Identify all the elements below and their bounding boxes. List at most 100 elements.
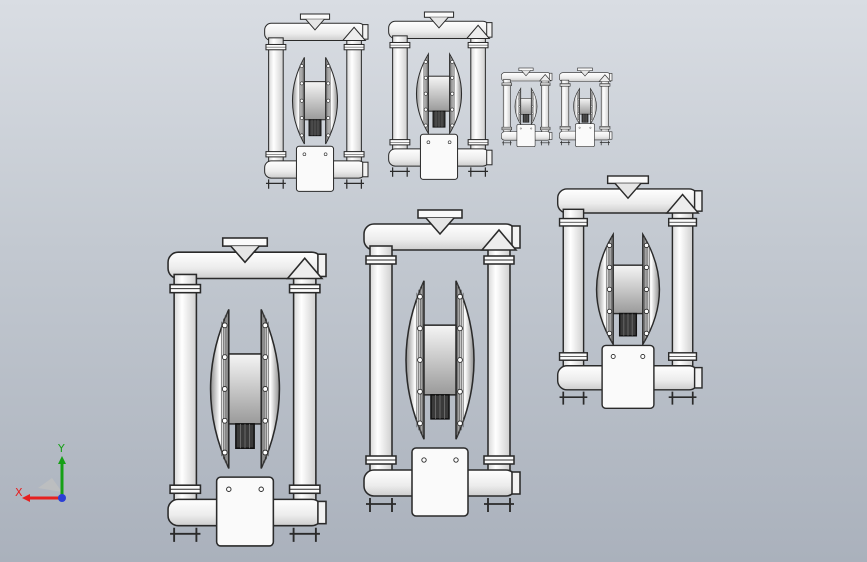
center-block	[579, 98, 591, 115]
right-riser-pipe	[541, 79, 550, 134]
inlet-plate	[575, 123, 595, 147]
bolt	[450, 123, 455, 128]
plate-bolt	[578, 126, 581, 129]
bolt	[457, 357, 463, 363]
outlet-flange	[221, 237, 269, 247]
top-manifold-end	[362, 24, 369, 40]
bottom-manifold-end	[317, 500, 327, 525]
bolt	[450, 60, 455, 64]
plate-bolt	[589, 126, 592, 129]
inlet-plate	[516, 124, 536, 147]
pump-small-2[interactable]	[388, 11, 493, 180]
right-foot	[484, 498, 514, 512]
bolt	[590, 119, 593, 122]
bolt	[423, 123, 428, 128]
right-riser-pipe	[600, 79, 609, 133]
bolt	[590, 105, 593, 108]
bolt	[531, 105, 534, 108]
bolt	[518, 105, 521, 108]
plate-bolt	[610, 354, 616, 359]
pump-mini-2[interactable]	[559, 67, 613, 147]
center-block	[228, 353, 262, 425]
bolt	[643, 286, 650, 293]
bolt	[577, 119, 580, 122]
left-foot	[560, 140, 571, 146]
right-foot	[344, 179, 365, 189]
bolt	[590, 112, 593, 115]
center-block	[303, 81, 327, 121]
inlet-plate	[215, 476, 275, 547]
bolt	[643, 330, 650, 337]
right-diaphragm-chamber	[260, 309, 281, 469]
bolt	[518, 90, 521, 93]
bolt	[606, 242, 613, 249]
bolt	[577, 112, 580, 115]
bolt	[417, 293, 423, 300]
bolt	[299, 81, 304, 86]
bottom-manifold-end	[608, 131, 613, 140]
left-riser-pipe	[561, 79, 570, 133]
triad-plane	[38, 478, 62, 492]
bolt	[531, 90, 534, 93]
left-foot	[501, 140, 512, 146]
outlet-flange	[577, 67, 593, 72]
bolt	[299, 64, 304, 68]
bolt	[450, 107, 455, 112]
bottom-manifold-end	[549, 132, 553, 140]
bolt	[518, 98, 521, 101]
pump-mini-1[interactable]	[500, 67, 553, 147]
plate-bolt	[226, 486, 232, 492]
outlet-neck	[580, 70, 590, 77]
center-block	[612, 264, 644, 315]
top-manifold-end	[511, 225, 521, 249]
left-foot	[366, 498, 396, 512]
elbow-right	[465, 24, 491, 40]
y-axis-label: Y	[58, 442, 65, 455]
center-block	[520, 98, 532, 115]
left-foot	[559, 391, 588, 405]
left-riser-pipe	[562, 208, 585, 371]
bolt	[417, 388, 423, 395]
right-foot	[540, 140, 551, 146]
bolt	[577, 98, 580, 101]
right-diaphragm-chamber	[642, 231, 661, 347]
outlet-flange	[423, 11, 455, 18]
bolt	[577, 105, 580, 108]
top-manifold-end	[549, 72, 553, 81]
inlet-plate	[295, 145, 335, 192]
pump-small-1[interactable]	[264, 13, 369, 192]
bolt	[262, 417, 269, 424]
bolt	[326, 98, 331, 103]
bolt	[299, 116, 304, 120]
outlet-flange	[518, 67, 534, 71]
bottom-manifold-end	[693, 366, 703, 389]
elbow-right	[598, 74, 612, 82]
bolt	[531, 120, 534, 122]
pump-large-2[interactable]	[363, 209, 521, 517]
bolt	[457, 325, 463, 332]
left-riser-pipe	[369, 245, 393, 475]
x-axis-label: X	[15, 486, 23, 499]
bolt	[262, 354, 269, 361]
right-riser-pipe	[346, 37, 362, 165]
pump-medium-3[interactable]	[556, 175, 703, 410]
bolt	[326, 81, 331, 86]
plate-bolt	[453, 457, 459, 463]
pump-large-1[interactable]	[167, 237, 327, 547]
plate-bolt	[640, 354, 646, 359]
bolt	[423, 107, 428, 112]
bottom-manifold-end	[511, 471, 521, 495]
elbow-right	[285, 257, 324, 280]
right-foot	[468, 167, 489, 177]
bolt	[221, 354, 228, 361]
left-riser-pipe	[173, 273, 198, 505]
bolt	[417, 420, 423, 427]
right-riser-pipe	[487, 245, 511, 475]
bolt	[457, 420, 463, 427]
plate-bolt	[421, 457, 427, 463]
bottom-manifold-end	[486, 149, 493, 166]
bolt	[299, 133, 304, 138]
center-block	[423, 324, 457, 396]
